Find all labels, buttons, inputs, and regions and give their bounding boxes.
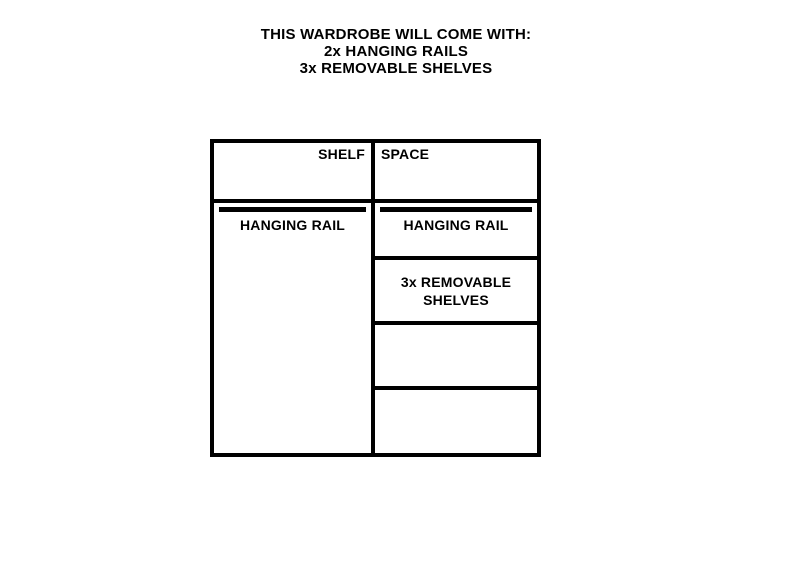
- shelf-compartment-1: 3x REMOVABLE SHELVES: [375, 260, 537, 325]
- removable-shelves-label: 3x REMOVABLE SHELVES: [400, 273, 512, 308]
- wardrobe-lower-region: HANGING RAIL HANGING RAIL 3x REMOVABLE S…: [214, 199, 537, 453]
- shelf-space-right-cell: SPACE: [375, 143, 537, 199]
- header-line-1: THIS WARDROBE WILL COME WITH:: [260, 26, 532, 43]
- shelf-label: SHELF: [318, 146, 365, 162]
- space-label: SPACE: [381, 146, 430, 162]
- left-column: HANGING RAIL: [214, 203, 375, 453]
- shelf-space-left-cell: SHELF: [214, 143, 375, 199]
- shelf-space-row: SHELF SPACE: [214, 143, 537, 199]
- header-text-block: THIS WARDROBE WILL COME WITH: 2x HANGING…: [0, 26, 792, 77]
- hanging-rail-bar-icon: [380, 207, 532, 212]
- header-line-2: 2x HANGING RAILS: [323, 43, 469, 60]
- header-line-3: 3x REMOVABLE SHELVES: [299, 60, 493, 77]
- shelf-compartment-2: [375, 325, 537, 390]
- shelf-compartment-3: [375, 390, 537, 453]
- left-hanging-rail-compartment: HANGING RAIL: [214, 203, 371, 453]
- hanging-rail-bar-icon: [219, 207, 366, 212]
- left-hanging-rail-label: HANGING RAIL: [239, 217, 346, 233]
- wardrobe-diagram: SHELF SPACE HANGING RAIL HANGING RAIL: [210, 139, 541, 457]
- right-hanging-rail-compartment: HANGING RAIL: [375, 203, 537, 260]
- wardrobe-interior: SHELF SPACE HANGING RAIL HANGING RAIL: [214, 143, 537, 453]
- right-column: HANGING RAIL 3x REMOVABLE SHELVES: [375, 203, 537, 453]
- right-hanging-rail-label: HANGING RAIL: [403, 217, 509, 233]
